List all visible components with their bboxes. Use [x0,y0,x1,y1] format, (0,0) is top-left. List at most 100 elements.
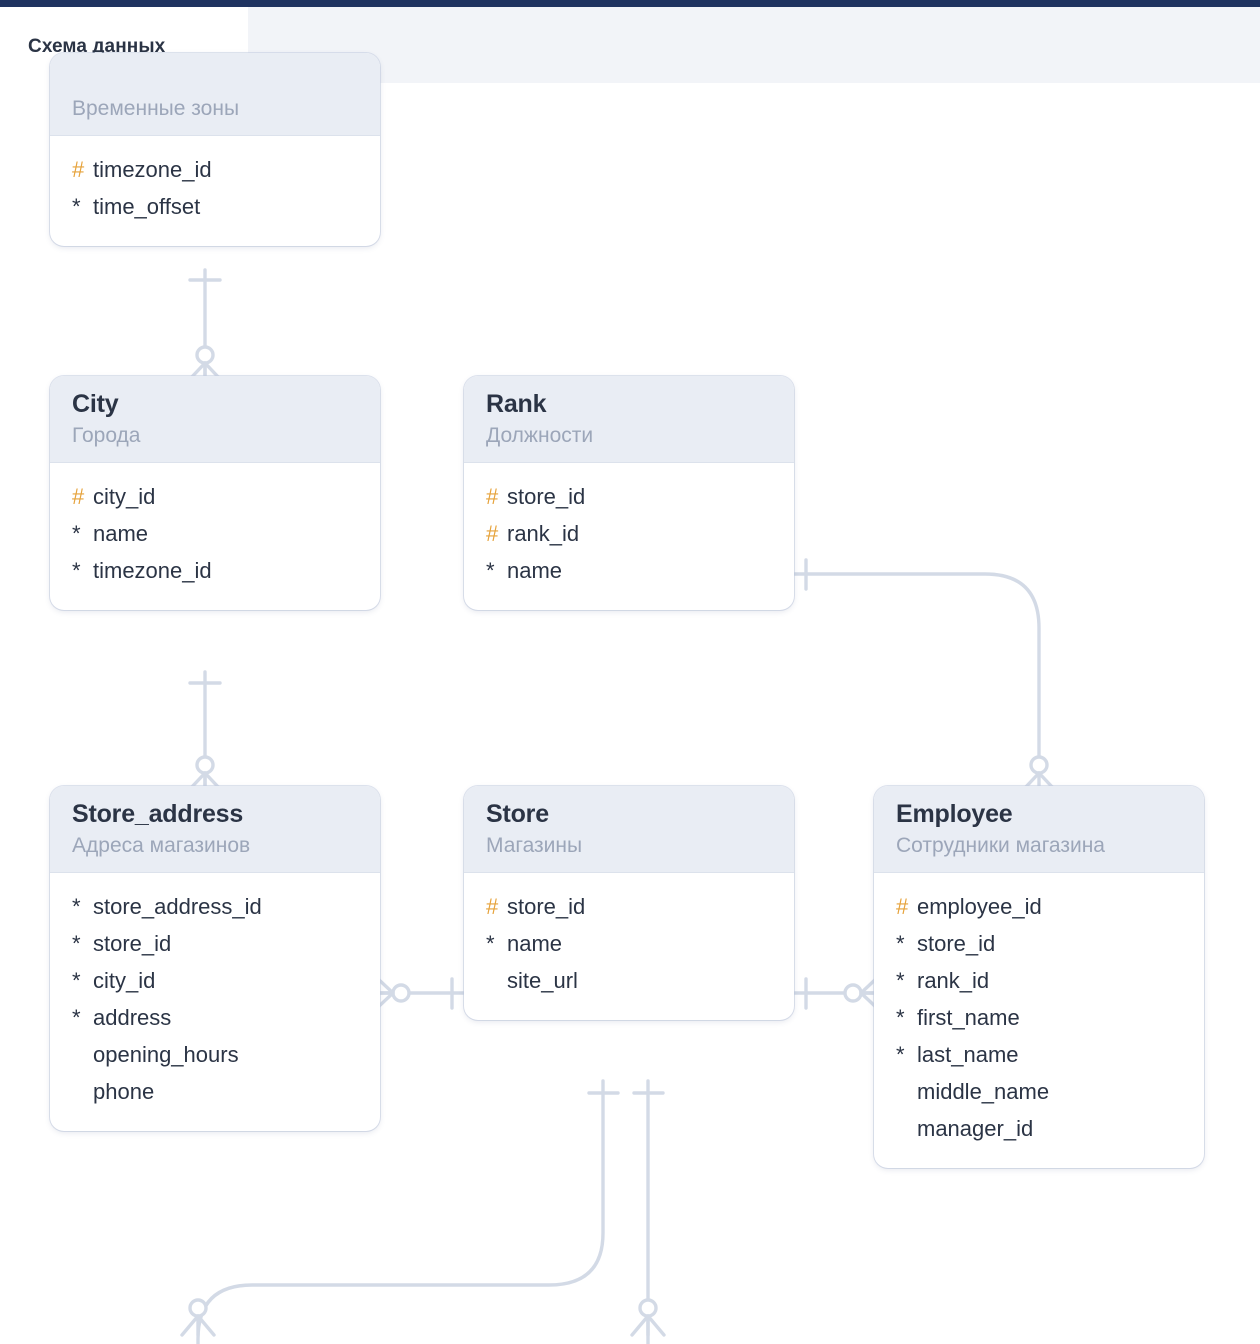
entity-name: Store [486,800,549,828]
entity-name: Store_address [72,800,244,828]
field-row[interactable]: #store_id [486,479,772,516]
edge-store-storeaddress [374,975,466,1011]
pk-marker-icon: # [896,893,909,919]
required-marker-icon: * [896,1004,905,1030]
field-name: city_id [93,483,156,509]
relationship-edge-layer: .edge { stroke:#D3DAE6; stroke-width:3.4… [180,268,1057,1344]
entity-header: Rank Должности [464,376,794,463]
entity-field-list: # timezone_id * time_offset [50,136,380,246]
field-name: manager_id [917,1115,1034,1141]
entity-card-city[interactable]: City Города # city_id * name * timezone_id [50,376,380,610]
required-marker-icon: * [486,557,495,583]
required-marker-icon: * [896,967,905,993]
edge-store-offscreen-down [630,1079,666,1344]
required-marker-icon: * [72,520,81,546]
entity-card-timezone[interactable]: Временные зоны # timezone_id * time_offset [50,53,380,247]
field-row[interactable]: #store_id [486,889,772,926]
entity-field-list: # city_id * name * timezone_id [50,463,380,610]
required-marker-icon: * [72,194,81,220]
field-name: store_address_id [93,893,262,919]
pk-marker-icon: # [72,157,85,183]
field-row[interactable]: * time_offset [72,189,358,226]
field-name: store_id [917,930,996,956]
field-row[interactable]: * store_id [896,926,1182,963]
field-name: first_name [917,1004,1020,1030]
required-marker-icon: * [896,1041,905,1067]
entity-field-list: # employee_id * store_id * rank_id * first_n… [874,873,1204,1168]
field-name: name [507,557,563,583]
entity-caption: Сотрудники магазина [896,833,1105,857]
field-row[interactable]: phone [72,1074,358,1111]
entity-header: Store Магазины [464,786,794,873]
field-row[interactable]: * last_name [896,1037,1182,1074]
field-name: timezone_id [93,557,212,583]
field-row[interactable]: * name [72,516,358,553]
field-name: middle_name [917,1078,1050,1104]
field-name: address [93,1004,172,1030]
field-row[interactable]: #rank_id [486,516,772,553]
field-name: last_name [917,1041,1019,1067]
field-row[interactable]: * rank_id [896,963,1182,1000]
required-marker-icon: * [72,930,81,956]
field-name: site_url [507,967,578,993]
edge-store-offscreen-left [180,1079,620,1344]
required-marker-icon: * [72,893,81,919]
field-row[interactable]: * name [486,553,772,590]
required-marker-icon: * [72,1004,81,1030]
field-name: store_id [93,930,172,956]
field-row[interactable]: site_url [486,963,772,1000]
entity-card-store-address[interactable]: Store_address Адреса магазинов * store_ad… [50,786,380,1131]
field-row[interactable]: * store_address_id [72,889,358,926]
er-diagram-canvas[interactable]: .edge { stroke:#D3DAE6; stroke-width:3.4… [0,53,1260,1344]
field-name: time_offset [93,194,201,220]
required-marker-icon: * [486,930,495,956]
field-row[interactable]: * city_id [72,963,358,1000]
field-name: name [507,930,563,956]
field-name: name [93,520,149,546]
entity-name: City [72,390,119,418]
field-name: store_id [507,483,586,509]
edge-timezone-city [187,268,223,382]
entity-header: City Города [50,376,380,463]
entity-card-store[interactable]: Store Магазины #store_id * name site_url [464,786,794,1020]
field-name: opening_hours [93,1041,239,1067]
field-row[interactable]: * address [72,1000,358,1037]
field-name: phone [93,1078,155,1104]
field-row[interactable]: middle_name [896,1074,1182,1111]
pk-marker-icon: # [72,483,85,509]
entity-caption: Адреса магазинов [72,833,251,857]
field-row[interactable]: * first_name [896,1000,1182,1037]
field-row[interactable]: * timezone_id [72,553,358,590]
entity-caption: Временные зоны [72,97,240,120]
field-row[interactable]: # employee_id [896,889,1182,926]
entity-field-list: #store_id * name site_url [464,873,794,1020]
entity-caption: Города [72,423,141,447]
entity-field-list: * store_address_id * store_id * city_id * ad… [50,873,380,1131]
entity-card-rank[interactable]: Rank Должности #store_id #rank_id * name [464,376,794,610]
field-row[interactable]: # timezone_id [72,152,358,189]
field-row[interactable]: # city_id [72,479,358,516]
field-name: city_id [93,967,156,993]
pk-marker-icon: # [486,893,499,919]
required-marker-icon: * [72,557,81,583]
entity-field-list: #store_id #rank_id * name [464,463,794,610]
entity-name: Employee [896,800,1013,828]
field-name: rank_id [917,967,990,993]
field-name: rank_id [507,520,580,546]
entity-header: Store_address Адреса магазинов [50,786,380,873]
field-row[interactable]: * name [486,926,772,963]
edge-store-employee [792,975,880,1011]
entity-header: Employee Сотрудники магазина [874,786,1204,873]
required-marker-icon: * [896,930,905,956]
entity-card-employee[interactable]: Employee Сотрудники магазина # employee_i… [874,786,1204,1168]
entity-name: Rank [486,390,547,418]
edge-rank-employee [792,558,1057,792]
field-row[interactable]: manager_id [896,1111,1182,1148]
field-name: timezone_id [93,157,212,183]
required-marker-icon: * [72,967,81,993]
app-top-bar [0,0,1260,7]
field-row[interactable]: * store_id [72,926,358,963]
entity-caption: Должности [486,423,594,447]
field-name: employee_id [917,893,1042,919]
field-row[interactable]: opening_hours [72,1037,358,1074]
